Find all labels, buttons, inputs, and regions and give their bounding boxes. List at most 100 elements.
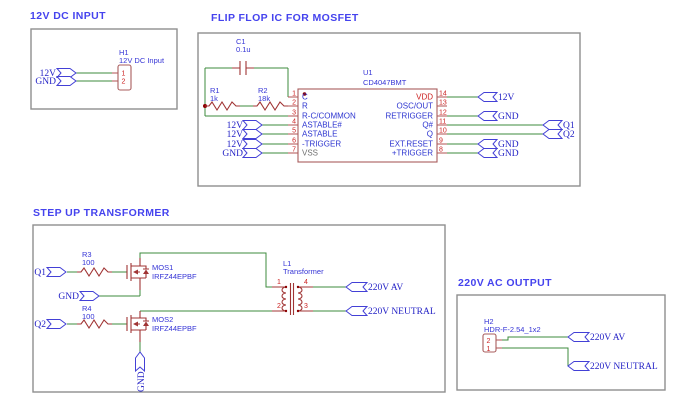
pin-number: 12 xyxy=(439,110,447,117)
net-label: Q1 xyxy=(563,121,575,131)
pin-number: 2 xyxy=(277,303,281,310)
ic-u1[interactable]: U1 CD4047BMT 1 2 3 4 5 6 7 14 13 12 11 1… xyxy=(288,68,447,163)
net-flag-220v-av[interactable]: 220V AV xyxy=(567,332,625,344)
ic-body xyxy=(297,88,438,163)
section-ac-output: 220V AC OUTPUT H2 HDR-F-2.54_1x2 2 1 220… xyxy=(456,277,666,391)
net-flag-gnd[interactable]: GND xyxy=(477,111,519,123)
resistor-symbol xyxy=(77,318,112,330)
mosfet-mos2[interactable]: MOS2 IRFZ44EPBF xyxy=(126,311,197,342)
mosfet-value: IRFZ44EPBF xyxy=(152,324,197,333)
resistor-value: 18k xyxy=(258,94,270,103)
net-flag-shape xyxy=(45,319,67,329)
connector-body xyxy=(117,64,132,91)
resistor-value: 100 xyxy=(82,312,95,321)
resistor-symbol xyxy=(77,266,112,278)
net-flag-gnd[interactable]: GND xyxy=(35,76,77,88)
section-step-up: STEP UP TRANSFORMER Q1 R3 100 MOS1 IRFZ4… xyxy=(32,207,446,393)
pin-number: 2 xyxy=(487,338,491,345)
net-flag-shape xyxy=(477,92,499,102)
pin-number: 1 xyxy=(122,71,126,78)
net-flag-gnd[interactable]: GND xyxy=(477,148,519,160)
pin1-marker-dot xyxy=(302,92,307,96)
transformer-l1[interactable]: L1 Transformer 1 2 4 3 xyxy=(272,259,324,315)
net-flag-q2[interactable]: Q2 xyxy=(542,129,575,141)
pin-number: 2 xyxy=(122,79,126,86)
resistor-r2[interactable]: R2 18k xyxy=(253,86,288,112)
pin-number: 13 xyxy=(439,100,447,107)
net-label: 220V NEUTRAL xyxy=(590,362,658,372)
junction-dot xyxy=(296,285,300,289)
resistor-r3[interactable]: R3 100 xyxy=(77,250,112,278)
pin-number: 3 xyxy=(292,110,296,117)
pin-name: R-C/COMMON xyxy=(302,112,356,121)
section-dc-input: 12V DC INPUT 12V GND H1 12V DC Input 1 2 xyxy=(30,10,178,110)
pin-number: 5 xyxy=(292,128,296,135)
net-label: 12V xyxy=(227,140,244,150)
ic-value: CD4047BMT xyxy=(363,78,407,87)
net-flag-shape xyxy=(78,291,100,301)
pin-name: Q xyxy=(427,130,433,139)
section-title-ac-output: 220V AC OUTPUT xyxy=(458,277,552,289)
net-flag-shape xyxy=(55,76,77,86)
resistor-ref: R2 xyxy=(258,86,268,95)
resistor-symbol xyxy=(253,100,288,112)
ic-ref: U1 xyxy=(363,68,373,77)
resistor-ref: R3 xyxy=(82,250,92,259)
connector-ref: H1 xyxy=(119,48,129,57)
pin-number: 1 xyxy=(487,346,491,353)
pin-stub xyxy=(288,96,447,154)
junction-dot xyxy=(284,285,288,289)
section-frame-ac-output xyxy=(456,294,666,391)
resistor-r4[interactable]: R4 100 xyxy=(77,304,112,330)
net-label: 220V NEUTRAL xyxy=(368,307,436,317)
resistor-r1[interactable]: R1 1k xyxy=(205,86,240,112)
pin-name: R xyxy=(302,102,308,111)
net-flag-gnd[interactable]: GND xyxy=(222,148,263,160)
pin-number: 7 xyxy=(292,147,296,154)
net-label: 12V xyxy=(498,93,515,103)
net-flag-220v-neutral[interactable]: 220V NEUTRAL xyxy=(567,361,658,373)
net-label: Q2 xyxy=(34,320,46,330)
connector-h2[interactable]: H2 HDR-F-2.54_1x2 2 1 xyxy=(482,317,541,353)
net-flag-shape xyxy=(241,120,263,130)
mosfet-arrow xyxy=(133,269,138,275)
net-flag-12v[interactable]: 12V xyxy=(477,92,515,104)
pin-number: 3 xyxy=(304,303,308,310)
net-flag-shape xyxy=(241,139,263,149)
resistor-value: 1k xyxy=(210,94,218,103)
wire-segment xyxy=(204,67,543,154)
pin-number: 10 xyxy=(439,128,447,135)
mosfet-ref: MOS1 xyxy=(152,263,173,272)
transformer-symbol xyxy=(272,286,313,312)
net-flag-shape xyxy=(477,139,499,149)
pin-name: ASTABLE xyxy=(302,130,337,139)
net-flag-shape xyxy=(45,267,67,277)
capacitor-c1[interactable]: C1 0.1u xyxy=(232,37,254,75)
section-frame-dc-input xyxy=(30,28,178,110)
connector-h1[interactable]: H1 12V DC Input 1 2 xyxy=(112,48,165,91)
mosfet-mos1[interactable]: MOS1 IRFZ44EPBF xyxy=(126,258,197,290)
net-flag-220v-av[interactable]: 220V AV xyxy=(345,282,403,294)
transformer-ref: L1 xyxy=(283,259,291,268)
capacitor-value: 0.1u xyxy=(236,45,251,54)
net-flag-gnd-rotated[interactable]: GND xyxy=(135,351,148,392)
net-flag-shape xyxy=(241,148,263,158)
pin-stub xyxy=(496,339,502,349)
net-flag-q1[interactable]: Q1 xyxy=(34,267,67,279)
net-flag-12v[interactable]: 12V xyxy=(227,129,263,141)
net-flag-shape xyxy=(542,129,564,139)
section-frame-step-up xyxy=(32,224,446,393)
section-frame-flip-flop xyxy=(197,32,581,187)
net-label: GND xyxy=(222,149,243,159)
pin-name: +TRIGGER xyxy=(392,149,433,158)
pin-number: 14 xyxy=(439,91,447,98)
wire-segment xyxy=(67,252,346,352)
net-label: 12V xyxy=(40,69,57,79)
net-label: 12V xyxy=(227,121,244,131)
net-flag-gnd[interactable]: GND xyxy=(58,291,100,303)
net-flag-220v-neutral[interactable]: 220V NEUTRAL xyxy=(345,306,436,318)
pin-number: 1 xyxy=(292,91,296,98)
connector-value: HDR-F-2.54_1x2 xyxy=(484,325,541,334)
net-flag-q2[interactable]: Q2 xyxy=(34,319,67,331)
section-flip-flop: FLIP FLOP IC FOR MOSFET C1 0.1u R1 1k R2… xyxy=(197,12,581,187)
